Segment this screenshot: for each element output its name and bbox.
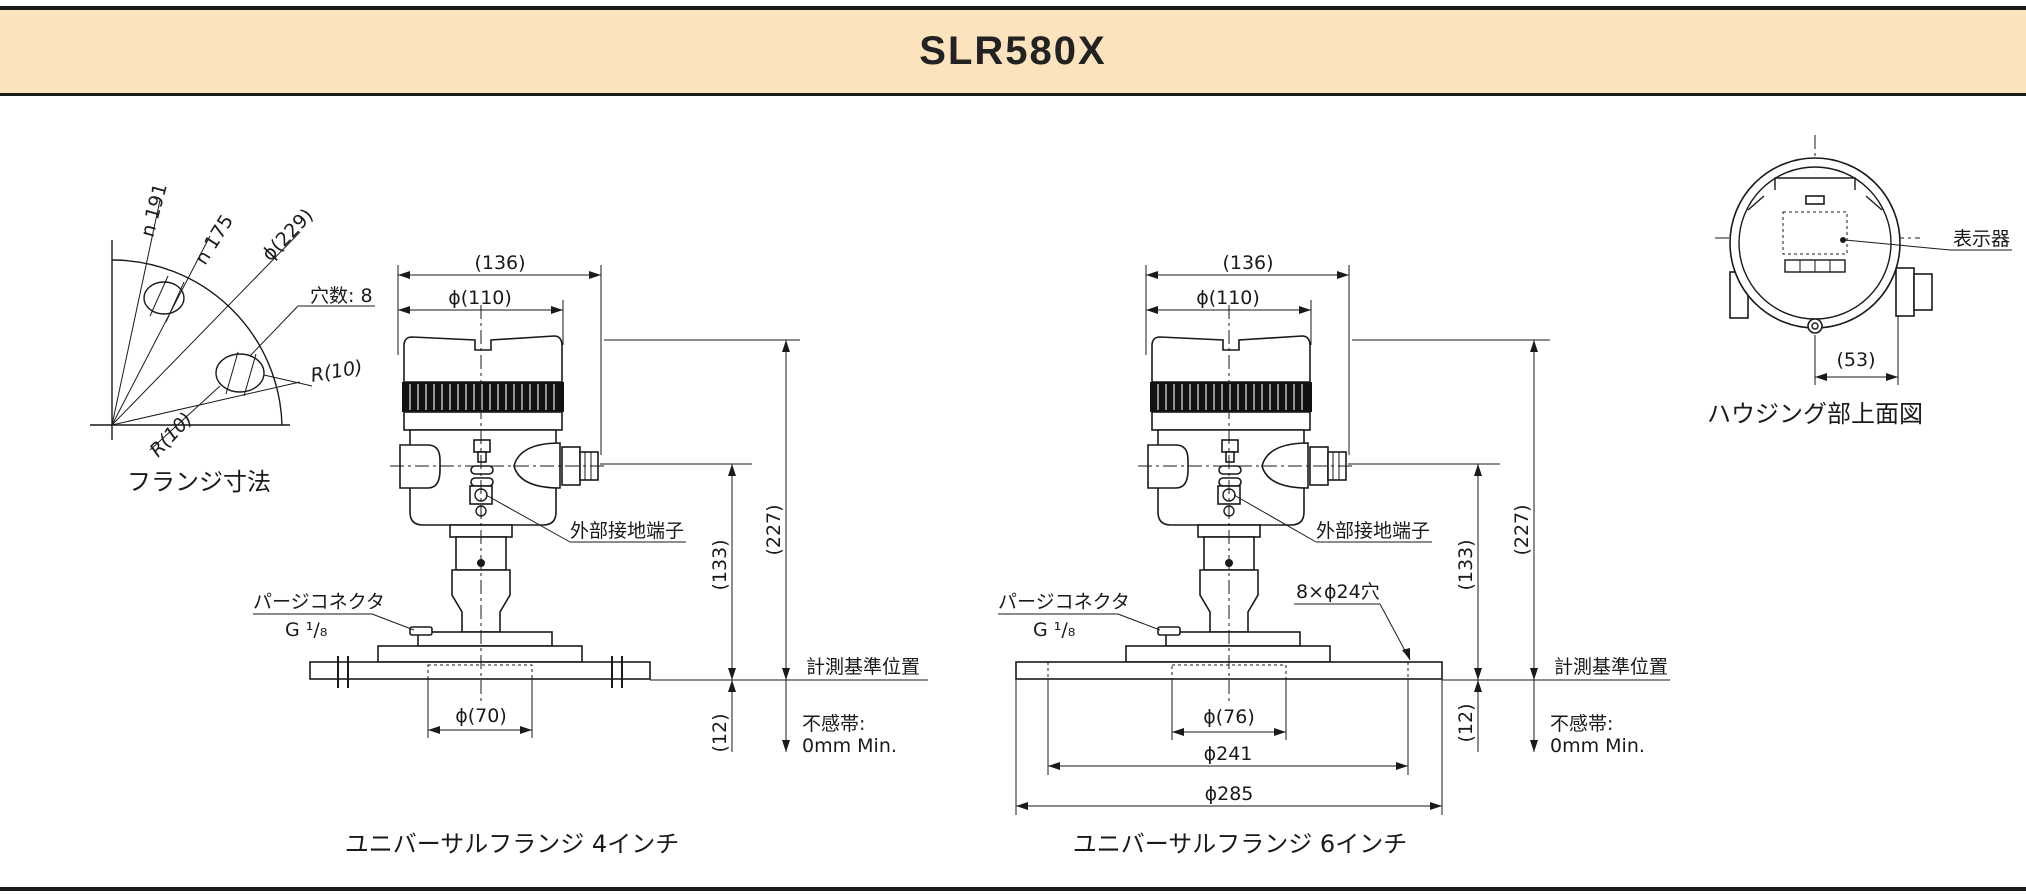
- dim-width-4in: (136): [474, 252, 525, 274]
- view-6inch: (136) ϕ(110): [998, 252, 1670, 858]
- dim-dia-4in: ϕ(110): [448, 287, 512, 309]
- bottom-rule: [0, 887, 2026, 891]
- dim-mid-4in: (133): [709, 539, 731, 590]
- flange-detail-caption: フランジ寸法: [127, 468, 271, 496]
- dim-dead-4in: (12): [709, 713, 731, 752]
- ref-level-4in: 計測基準位置: [806, 656, 920, 678]
- caption-4inch: ユニバーサルフランジ 4インチ: [345, 830, 679, 858]
- dim-height-4in: (227): [763, 504, 785, 555]
- dim-dia-6in: ϕ(110): [1196, 287, 1260, 309]
- dead-zone-4in-line1: 不感帯:: [802, 713, 865, 735]
- ground-terminal-4in: 外部接地端子: [570, 520, 684, 542]
- title-banner: SLR580X: [0, 6, 2026, 96]
- flange-radius-outer: R(10): [309, 356, 364, 387]
- dead-zone-4in-line2: 0mm Min.: [802, 735, 897, 757]
- dead-zone-6in-line1: 不感帯:: [1550, 713, 1613, 735]
- display-label: 表示器: [1953, 228, 2010, 250]
- housing-top-view: 表示器 (53) ハウジング部上面図: [1707, 135, 2012, 428]
- flange-holes-label: 穴数: 8: [310, 285, 373, 307]
- ground-terminal-6in: 外部接地端子: [1316, 520, 1430, 542]
- bolt-holes-6in: 8×ϕ24穴: [1296, 581, 1380, 603]
- flange-dim-n175: n 175: [191, 211, 238, 269]
- dim-dead-6in: (12): [1455, 703, 1477, 742]
- flange-detail: n 191 n 175 ϕ(229) 穴数: 8 R(10) R(10) フラン…: [90, 181, 375, 496]
- purge-connector-6in: パージコネクタ: [998, 591, 1130, 613]
- flange-dim-phi229: ϕ(229): [258, 204, 318, 265]
- dim-mid-6in: (133): [1455, 539, 1477, 590]
- dim-outer-6in: ϕ285: [1205, 783, 1254, 805]
- view-4inch: (136) ϕ(110): [253, 252, 928, 858]
- page-title: SLR580X: [919, 29, 1107, 73]
- purge-connector-4in: パージコネクタ: [253, 591, 385, 613]
- dim-width-6in: (136): [1222, 252, 1273, 274]
- purge-thread-4in: G ¹/₈: [285, 619, 327, 641]
- dim-housing-53: (53): [1836, 349, 1875, 371]
- dim-pcd-6in: ϕ241: [1204, 743, 1253, 765]
- dim-bottom-4in: ϕ(70): [455, 705, 507, 727]
- housing-top-caption: ハウジング部上面図: [1707, 400, 1923, 428]
- caption-6inch: ユニバーサルフランジ 6インチ: [1073, 830, 1407, 858]
- purge-thread-6in: G ¹/₈: [1033, 619, 1075, 641]
- ref-level-6in: 計測基準位置: [1554, 656, 1668, 678]
- flange-dim-n191: n 191: [137, 181, 172, 239]
- flange-radius-inner: R(10): [146, 408, 198, 461]
- dim-height-6in: (227): [1511, 504, 1533, 555]
- dim-inner-6in: ϕ(76): [1203, 706, 1255, 728]
- dead-zone-6in-line2: 0mm Min.: [1550, 735, 1645, 757]
